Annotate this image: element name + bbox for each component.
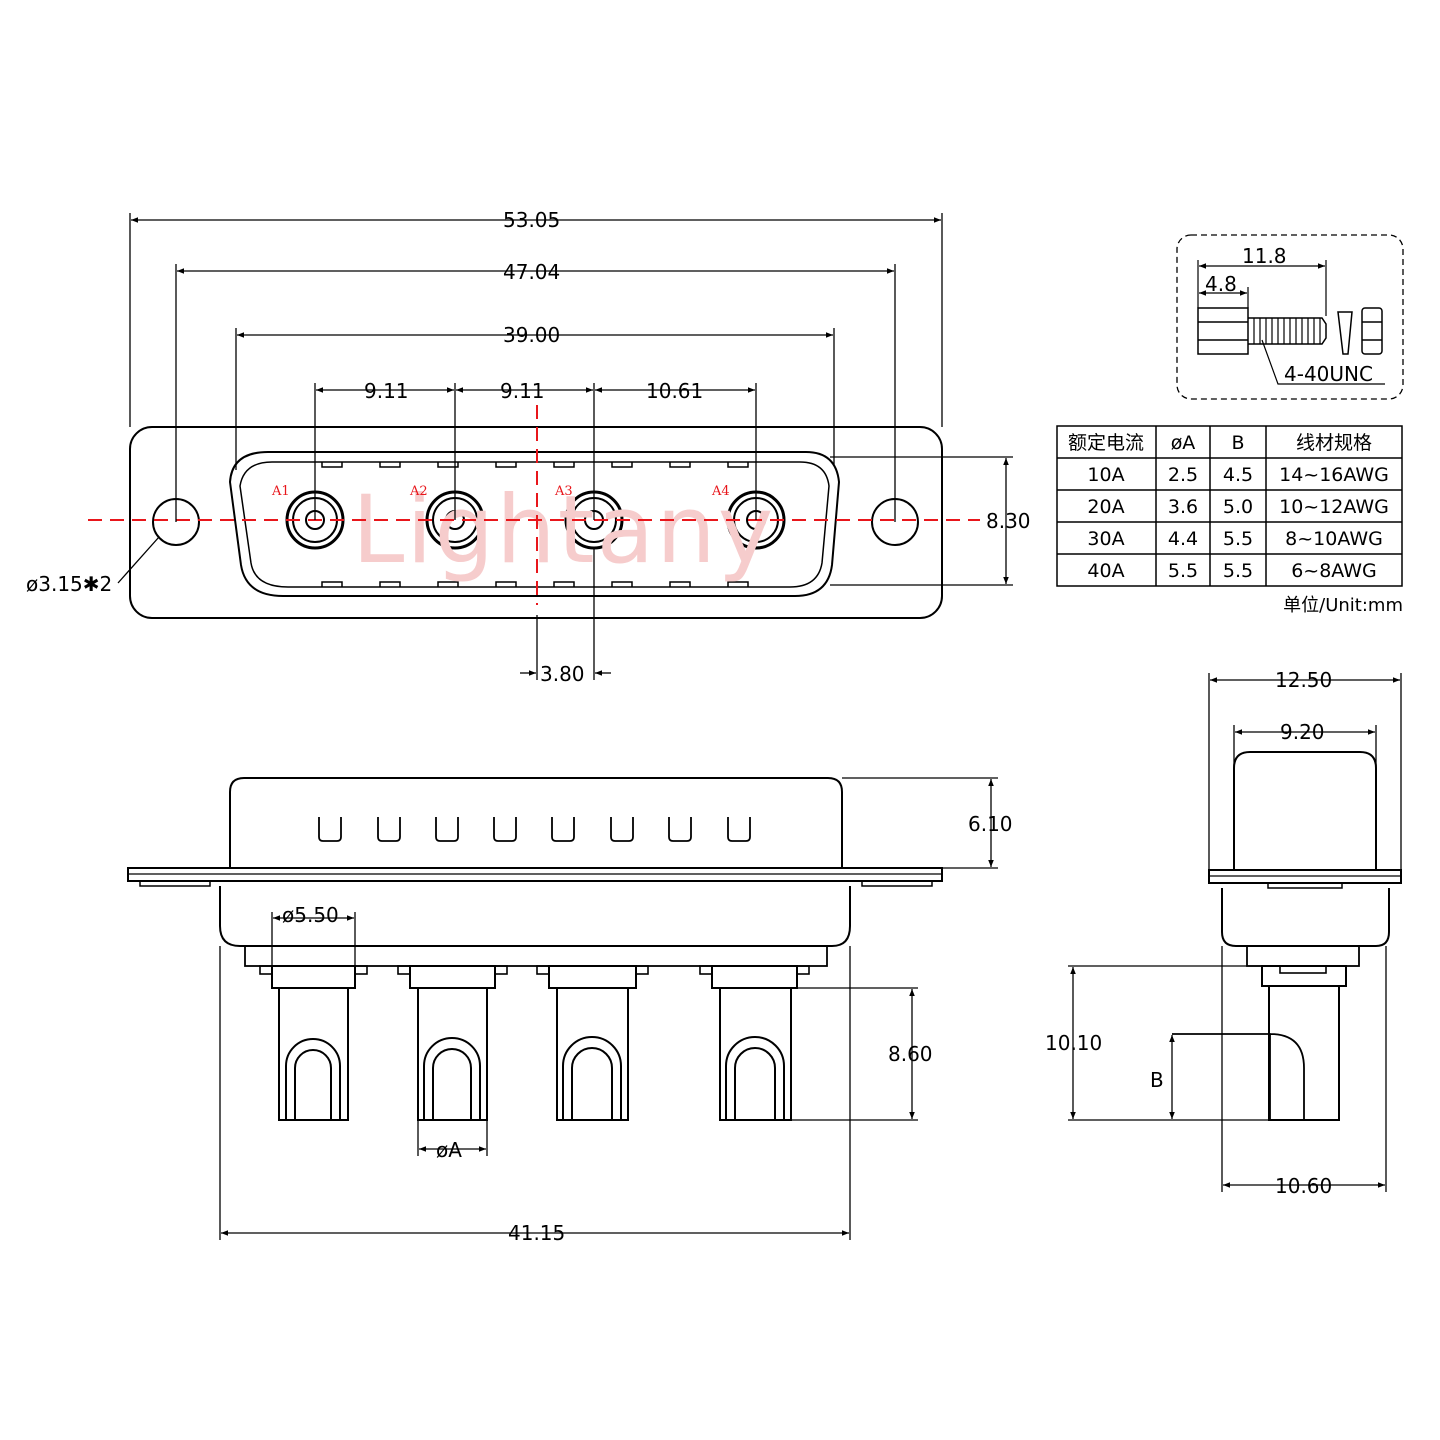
dim-pitch-a2-a3: 9.11 — [500, 379, 545, 403]
side-dimension-lines — [1068, 673, 1402, 1192]
dim-side-flange-width: 12.50 — [1275, 668, 1332, 692]
table-cell: 10A — [1087, 464, 1124, 486]
dim-screw-hex-length: 4.8 — [1205, 272, 1237, 296]
hex-nut — [1361, 307, 1383, 355]
dim-side-cup-b: B — [1150, 1068, 1164, 1092]
dim-shell-width: 39.00 — [503, 323, 560, 347]
screw-detail-frame — [1176, 234, 1404, 400]
screw-thread-spec: 4-40UNC — [1284, 362, 1373, 386]
side-view — [1172, 751, 1402, 1121]
dim-offset: 3.80 — [540, 662, 585, 686]
table-header-wire: 线材规格 — [1296, 432, 1372, 454]
unit-note: 单位/Unit:mm — [1283, 595, 1403, 616]
dim-mount-hole-dia: ø3.15✱2 — [26, 572, 112, 596]
shell-slots — [318, 817, 751, 842]
table-cell: 20A — [1087, 496, 1124, 518]
side-insulator — [1246, 945, 1360, 967]
solder-cup-3 — [548, 965, 637, 1121]
dim-cup-height: 8.60 — [888, 1042, 933, 1066]
shell-dimples-bottom — [321, 581, 749, 587]
dim-pitch-a3-a4: 10.61 — [646, 379, 703, 403]
table-header-current: 额定电流 — [1068, 432, 1144, 454]
table-cell: 14~16AWG — [1279, 464, 1389, 486]
dim-body-width: 41.15 — [508, 1221, 565, 1245]
table-cell: 4.5 — [1223, 464, 1253, 486]
side-cup-profile — [1172, 1033, 1305, 1120]
screw-hex-body — [1197, 307, 1249, 355]
pin-label-a2: A2 — [409, 484, 428, 499]
spec-table-text: 额定电流 øA B 线材规格 10A 2.5 4.5 14~16AWG 20A … — [1068, 432, 1389, 582]
dim-contact-dia: ø5.50 — [282, 903, 339, 927]
dim-shell-height: 6.10 — [968, 812, 1013, 836]
dim-pitch-a1-a2: 9.11 — [364, 379, 409, 403]
front-dimension-lines — [117, 213, 1013, 680]
pin-label-a4: A4 — [711, 484, 730, 499]
dim-overall-width: 53.05 — [503, 208, 560, 232]
table-cell: 5.5 — [1223, 528, 1253, 550]
d-shell-inner — [239, 461, 830, 588]
bottom-shell — [229, 777, 843, 868]
table-cell: 5.0 — [1223, 496, 1253, 518]
table-cell: 40A — [1087, 560, 1124, 582]
table-cell: 4.4 — [1168, 528, 1198, 550]
solder-cup-2 — [409, 965, 496, 1121]
table-header-b: B — [1231, 432, 1244, 454]
dim-side-shell-width: 9.20 — [1280, 720, 1325, 744]
table-cell: 3.6 — [1168, 496, 1198, 518]
dim-cup-dia: øA — [436, 1138, 462, 1162]
watermark: Lightany — [352, 476, 775, 585]
shell-dimples-top — [321, 462, 749, 468]
side-body — [1221, 888, 1390, 947]
pin-label-a3: A3 — [554, 484, 573, 499]
dim-side-base-width: 10.60 — [1275, 1174, 1332, 1198]
table-cell: 5.5 — [1223, 560, 1253, 582]
solder-cup-1 — [271, 965, 356, 1121]
dim-mount-pitch: 47.04 — [503, 260, 560, 284]
screw-detail — [1176, 234, 1404, 400]
bottom-view — [127, 777, 943, 1121]
bottom-dimension-lines — [219, 777, 998, 1240]
table-cell: 30A — [1087, 528, 1124, 550]
side-shell — [1233, 751, 1377, 870]
table-cell: 6~8AWG — [1291, 560, 1377, 582]
solder-cup-4 — [711, 965, 798, 1121]
table-cell: 10~12AWG — [1279, 496, 1389, 518]
lock-washer — [1337, 311, 1353, 355]
table-cell: 5.5 — [1168, 560, 1198, 582]
table-cell: 8~10AWG — [1285, 528, 1383, 550]
bottom-insulator — [244, 945, 828, 967]
pin-label-a1: A1 — [271, 484, 290, 499]
screw-thread — [1248, 317, 1327, 345]
front-centerlines — [88, 405, 980, 605]
dim-side-depth: 10.10 — [1045, 1031, 1102, 1055]
table-cell: 2.5 — [1168, 464, 1198, 486]
dim-height: 8.30 — [986, 509, 1031, 533]
dim-screw-length: 11.8 — [1242, 244, 1287, 268]
table-header-dia-a: øA — [1171, 432, 1196, 454]
screw-thread-lines — [1253, 318, 1321, 344]
spec-table — [1056, 425, 1403, 587]
contact-bases — [259, 965, 810, 975]
